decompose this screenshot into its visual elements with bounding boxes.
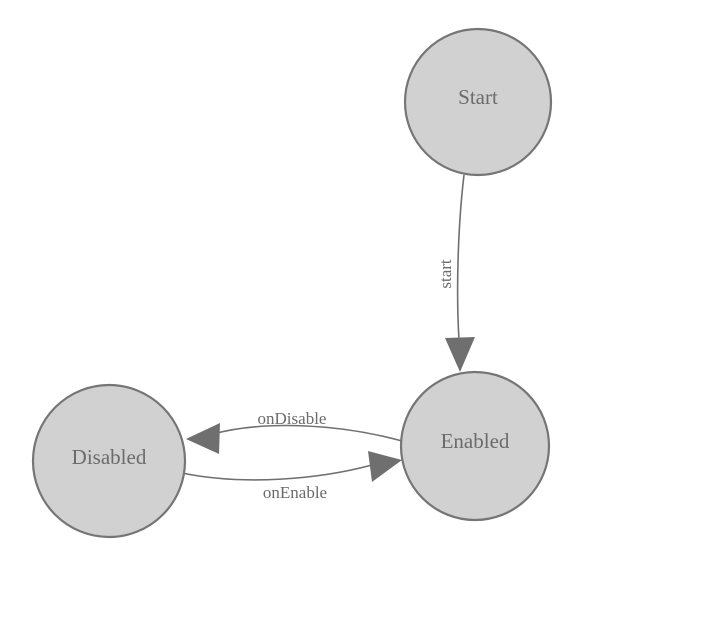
edge-label-ondisable: onDisable bbox=[258, 409, 327, 428]
node-disabled-label: Disabled bbox=[72, 445, 147, 469]
edge-enabled-to-disabled-arrowhead bbox=[186, 423, 220, 454]
edge-start-to-enabled-arrowhead bbox=[445, 337, 475, 372]
edge-disabled-to-enabled-path bbox=[181, 464, 373, 481]
edge-label-start: start bbox=[436, 259, 455, 289]
node-enabled-label: Enabled bbox=[441, 429, 510, 453]
node-disabled-circle bbox=[31, 383, 187, 539]
edge-start-to-enabled-path bbox=[456, 174, 465, 341]
edge-label-onenable: onEnable bbox=[263, 483, 327, 502]
node-start-circle bbox=[403, 27, 553, 177]
edge-start-to-enabled[interactable]: start bbox=[436, 174, 475, 372]
edge-disabled-to-enabled-arrowhead bbox=[368, 451, 402, 482]
node-start[interactable]: Start bbox=[403, 27, 553, 177]
node-start-label: Start bbox=[458, 85, 498, 109]
edge-disabled-to-enabled[interactable]: onEnable bbox=[181, 451, 402, 502]
node-enabled-circle bbox=[399, 370, 551, 522]
node-disabled[interactable]: Disabled bbox=[31, 383, 187, 539]
edge-enabled-to-disabled[interactable]: onDisable bbox=[186, 409, 403, 454]
node-enabled[interactable]: Enabled bbox=[399, 370, 551, 522]
edge-enabled-to-disabled-path bbox=[212, 424, 403, 442]
